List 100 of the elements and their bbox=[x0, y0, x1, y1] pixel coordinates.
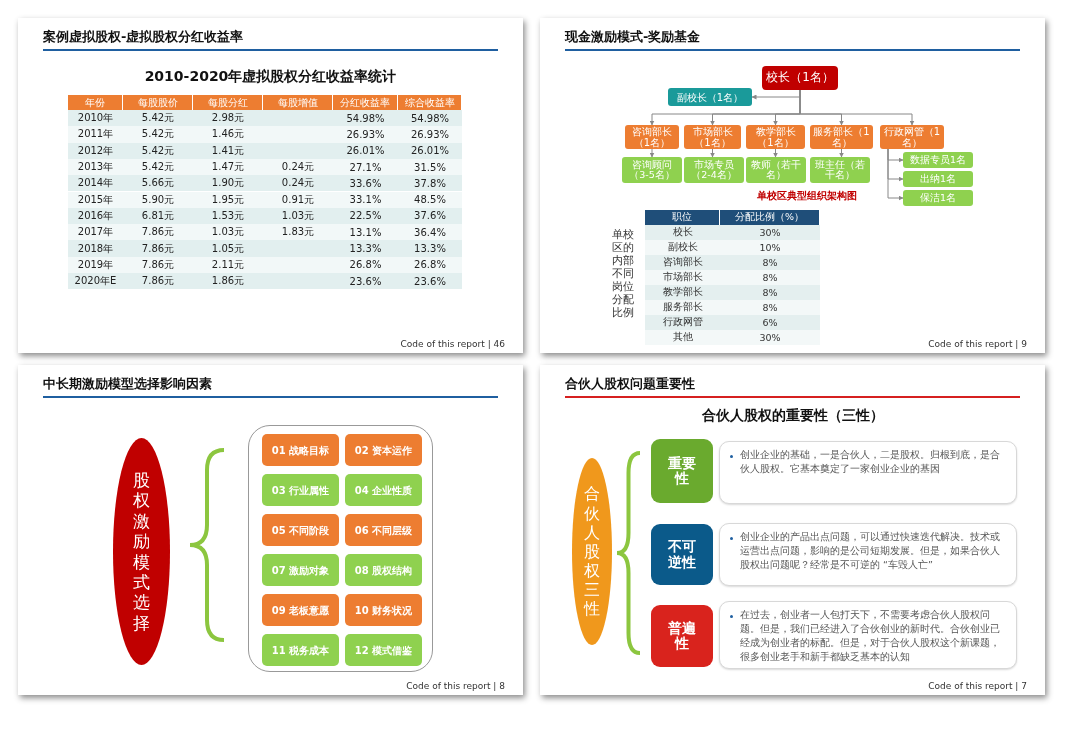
table-cell-text: 7.86元 bbox=[140, 225, 176, 240]
footer-note: Code of this report | 9 bbox=[928, 339, 1027, 349]
table-header-cell: 年份 bbox=[68, 95, 123, 110]
trait-box: 普遍性 bbox=[651, 605, 713, 667]
table-cell-text: 1.03元 bbox=[280, 208, 316, 223]
table-cell-text: 2016年 bbox=[76, 208, 115, 223]
factor-box: 03 行业属性 bbox=[262, 474, 339, 506]
table-cell-text: 1.53元 bbox=[210, 208, 246, 223]
table-cell-text: 30% bbox=[758, 331, 782, 345]
org-chart-box: 教师（若干名） bbox=[746, 157, 806, 183]
org-chart-box: 服务部长（1名） bbox=[810, 125, 873, 149]
table-cell-text: 13.3% bbox=[348, 242, 383, 257]
table-header-cell: 分配比例（%） bbox=[720, 210, 820, 225]
table-cell-text: 30% bbox=[758, 226, 782, 240]
slide-card bbox=[540, 365, 1045, 695]
table-cell-text: 0.24元 bbox=[280, 160, 316, 175]
table-cell-text: 服务部长 bbox=[661, 300, 704, 314]
table-cell-text: 26.8% bbox=[413, 258, 447, 273]
table-cell-text: 8% bbox=[761, 256, 779, 270]
table-cell-text: 1.95元 bbox=[210, 192, 246, 207]
table-cell-text: 咨询部长 bbox=[661, 255, 704, 269]
table-header-cell: 分红收益率 bbox=[333, 95, 398, 110]
table-cell-text: 2018年 bbox=[76, 241, 115, 256]
factor-box: 11 税务成本 bbox=[262, 634, 339, 666]
factor-box: 07 激励对象 bbox=[262, 554, 339, 586]
factor-box: 06 不同层级 bbox=[345, 514, 422, 546]
category-ellipse: 合伙人股权三性 bbox=[572, 458, 612, 645]
org-chart-box: 保洁1名 bbox=[903, 190, 973, 206]
table-cell-text: 市场部长 bbox=[661, 270, 704, 284]
table-cell-text: 7.86元 bbox=[140, 257, 176, 272]
table-cell-text: 13.1% bbox=[348, 225, 383, 240]
chart-caption: 单校区典型组织架构图 bbox=[756, 189, 858, 203]
table-cell-text: 1.83元 bbox=[280, 225, 316, 240]
table-cell-text: 2012年 bbox=[76, 143, 115, 158]
description-card bbox=[719, 441, 1017, 504]
table-cell-text: 26.01% bbox=[345, 144, 386, 159]
table-cell-text: 23.6% bbox=[348, 274, 383, 289]
factor-box: 12 模式借鉴 bbox=[345, 634, 422, 666]
table-cell-text: 2010年 bbox=[76, 111, 115, 126]
table-cell-text: 0.24元 bbox=[280, 176, 316, 191]
table-cell-text: 8% bbox=[761, 301, 779, 315]
slide-card bbox=[540, 18, 1045, 353]
table-cell-text: 36.4% bbox=[413, 225, 447, 240]
table-cell-text: 2013年 bbox=[76, 160, 115, 175]
table-cell-text: 37.8% bbox=[413, 176, 447, 191]
table-cell-text: 2014年 bbox=[76, 176, 115, 191]
table-cell-text: 1.03元 bbox=[210, 225, 246, 240]
org-chart-box: 市场部长（1名） bbox=[684, 125, 741, 149]
table-cell-text: 6% bbox=[761, 316, 779, 330]
table-cell-text: 8% bbox=[761, 271, 779, 285]
table-cell-text: 2015年 bbox=[76, 192, 115, 207]
factor-box: 01 战略目标 bbox=[262, 434, 339, 466]
table-cell-text: 其他 bbox=[671, 330, 694, 344]
table-cell-text: 48.5% bbox=[413, 193, 447, 208]
connector-arrow bbox=[773, 148, 778, 158]
org-chart-box: 出纳1名 bbox=[903, 171, 973, 187]
body-text: 在过去，创业者一人包打天下，不需要考虑合伙人股权问题。但是，我们已经进入了合伙创业的新时代。合伙创业已经成为创业者的标配。但是，对于合伙人股权这个新课题，很多创业老手和新手都缺乏基本的认知 bbox=[740, 608, 1001, 664]
org-chart-box: 副校长（1名） bbox=[668, 88, 752, 106]
connector-arrow bbox=[839, 148, 844, 158]
table-cell-text: 2011年 bbox=[76, 127, 115, 142]
table-cell-text: 2019年 bbox=[76, 257, 115, 272]
connector-arrow bbox=[887, 148, 904, 201]
trait-box: 重要性 bbox=[651, 439, 713, 503]
slide-title: 合伙人股权问题重要性 bbox=[565, 375, 695, 393]
table-cell-text: 1.90元 bbox=[210, 176, 246, 191]
org-chart-box: 班主任（若干名） bbox=[810, 157, 870, 183]
table-header-cell: 职位 bbox=[645, 210, 720, 225]
table-cell-text: 33.6% bbox=[348, 176, 383, 191]
table-cell-text: 5.42元 bbox=[140, 160, 176, 175]
table-cell-text: 10% bbox=[758, 241, 782, 255]
table-cell-text: 1.46元 bbox=[210, 127, 246, 142]
table-cell-text: 26.93% bbox=[409, 127, 451, 142]
table-cell-text: 行政网管 bbox=[661, 315, 704, 329]
factor-box: 09 老板意愿 bbox=[262, 594, 339, 626]
table-cell-text: 37.6% bbox=[413, 209, 447, 224]
table-cell-text: 7.86元 bbox=[140, 241, 176, 256]
factor-box: 05 不同阶段 bbox=[262, 514, 339, 546]
table-cell-text: 22.5% bbox=[348, 209, 383, 224]
description-card bbox=[719, 601, 1017, 669]
table-cell-text: 副校长 bbox=[666, 240, 699, 254]
table-cell-text: 33.1% bbox=[348, 193, 383, 208]
org-chart-box: 数据专员1名 bbox=[903, 152, 973, 168]
table-title: 2010-2020年虚拟股权分红收益率统计 bbox=[143, 68, 398, 86]
factor-box: 04 企业性质 bbox=[345, 474, 422, 506]
table-cell-text: 1.47元 bbox=[210, 160, 246, 175]
factor-box: 10 财务状况 bbox=[345, 594, 422, 626]
org-chart-box: 咨询顾问（3-5名） bbox=[622, 157, 682, 183]
table-cell-text: 6.81元 bbox=[140, 208, 176, 223]
org-chart-box: 教学部长（1名） bbox=[746, 125, 805, 149]
slide-card bbox=[18, 365, 523, 695]
body-text: 创业企业的基础，一是合伙人，二是股权。归根到底，是合伙人股权。它基本奠定了一家创业企业的基因 bbox=[740, 448, 1001, 476]
table-cell-text: 校长 bbox=[671, 225, 694, 239]
table-cell-text: 5.42元 bbox=[140, 111, 176, 126]
org-chart-box: 校长（1名） bbox=[762, 66, 838, 90]
table-cell-text: 1.86元 bbox=[210, 274, 246, 289]
connector-arrow bbox=[710, 148, 715, 158]
table-cell-text: 27.1% bbox=[348, 160, 383, 175]
body-text: 创业企业的产品出点问题，可以通过快速迭代解决。技术或运营出点问题，影响的是公司短期发展。但是，如果合伙人股权出问题呢？经常是不可逆的 “车毁人亡” bbox=[740, 530, 1001, 572]
table-cell-text: 13.3% bbox=[413, 242, 447, 257]
table-cell-text: 26.8% bbox=[348, 258, 383, 273]
